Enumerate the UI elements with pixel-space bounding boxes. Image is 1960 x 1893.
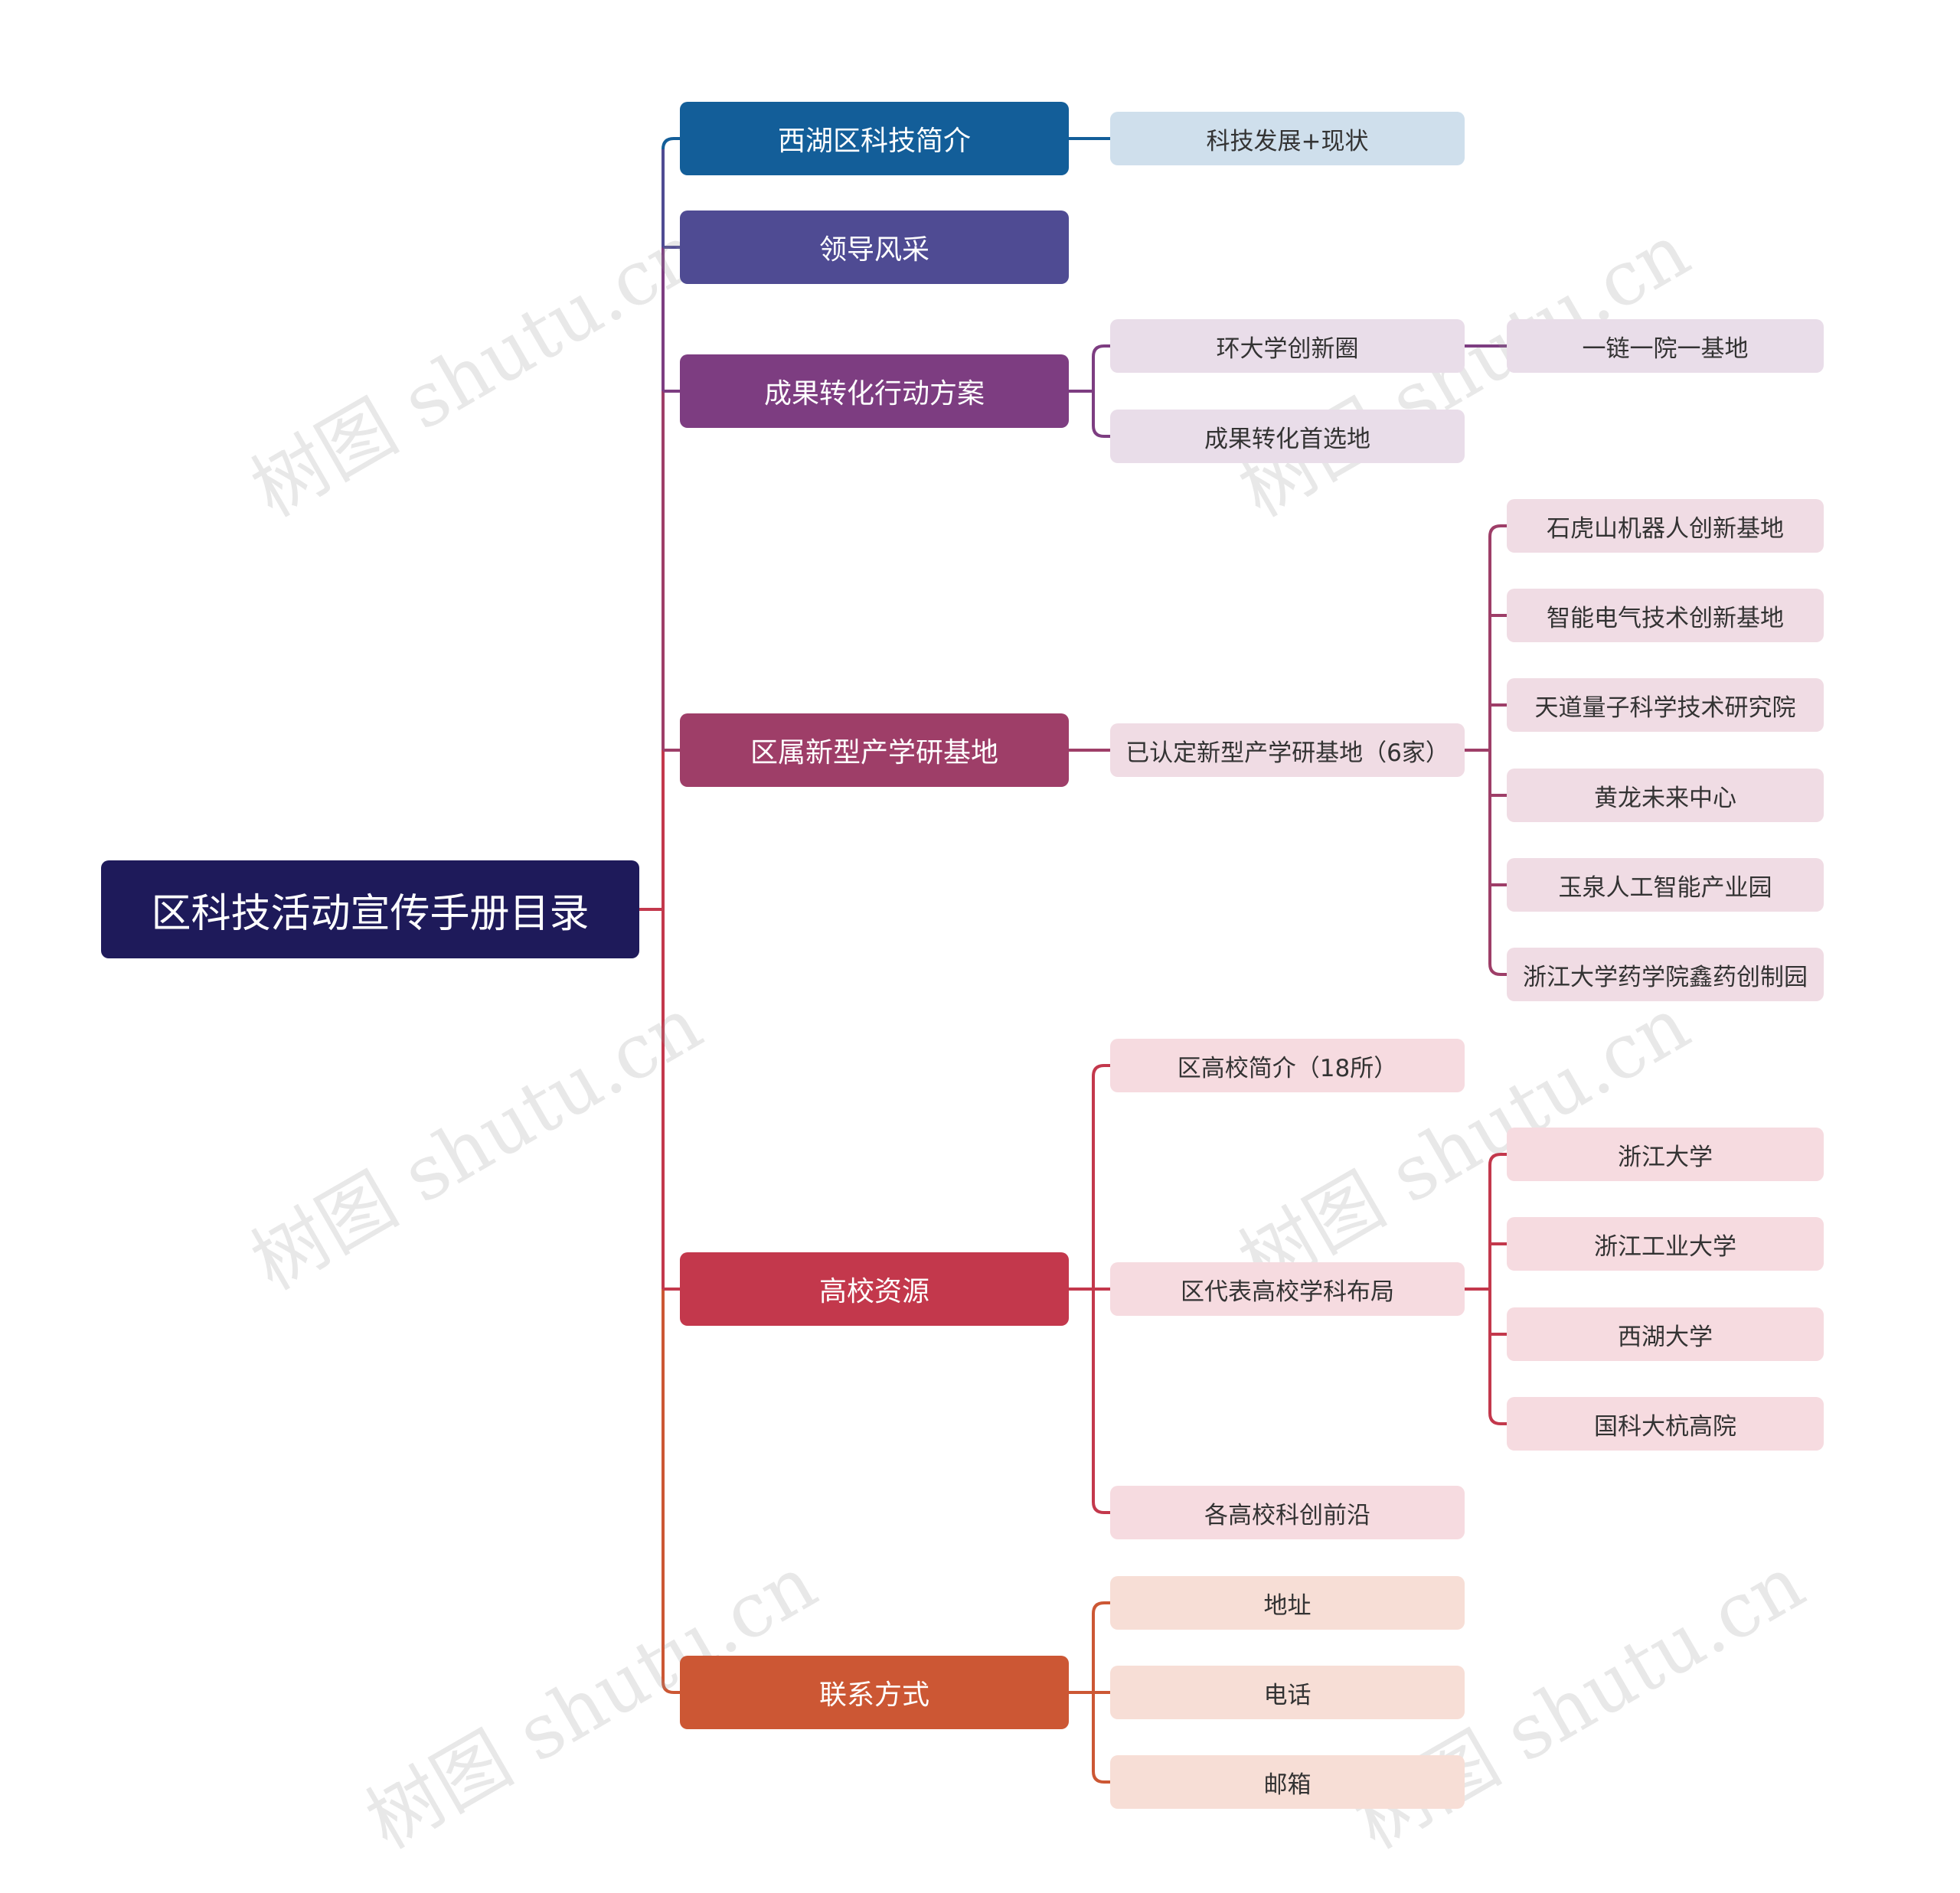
subtopic-innovation-circle[interactable]: 环大学创新圈 (1110, 319, 1465, 373)
leaf-zju-pharmacy-park[interactable]: 浙江大学药学院鑫药创制园 (1507, 948, 1824, 1001)
leaf-huanglong-future[interactable]: 黄龙未来中心 (1507, 769, 1824, 822)
subtopic-innovation-frontier[interactable]: 各高校科创前沿 (1110, 1486, 1465, 1539)
branch-research-bases[interactable]: 区属新型产学研基地 (680, 713, 1069, 787)
branch-contact[interactable]: 联系方式 (680, 1656, 1069, 1729)
connector-line (1092, 1501, 1110, 1514)
leaf-yuquan-ai-park[interactable]: 玉泉人工智能产业园 (1507, 858, 1824, 912)
leaf-shihushan-robot[interactable]: 石虎山机器人创新基地 (1507, 499, 1824, 553)
branch-xihu-intro[interactable]: 西湖区科技简介 (680, 102, 1069, 175)
leaf-zhejiang-university[interactable]: 浙江大学 (1507, 1128, 1824, 1181)
branch-leadership[interactable]: 领导风采 (680, 211, 1069, 284)
subtopic-email[interactable]: 邮箱 (1110, 1755, 1465, 1809)
branch-achievement-plan[interactable]: 成果转化行动方案 (680, 354, 1069, 428)
subtopic-preferred-site[interactable]: 成果转化首选地 (1110, 410, 1465, 463)
root-topic[interactable]: 区科技活动宣传手册目录 (101, 860, 639, 958)
subtopic-discipline-layout[interactable]: 区代表高校学科布局 (1110, 1262, 1465, 1316)
connector-line (1092, 1601, 1110, 1614)
connector-line (662, 1681, 680, 1694)
branch-university-resources[interactable]: 高校资源 (680, 1252, 1069, 1326)
leaf-westlake-university[interactable]: 西湖大学 (1507, 1307, 1824, 1361)
subtopic-tech-status[interactable]: 科技发展+现状 (1110, 112, 1465, 165)
connector-line (1092, 425, 1110, 438)
leaf-tiandao-quantum[interactable]: 天道量子科学技术研究院 (1507, 678, 1824, 732)
connector-line (1092, 344, 1110, 357)
subtopic-address[interactable]: 地址 (1110, 1576, 1465, 1630)
leaf-ucas-hangzhou[interactable]: 国科大杭高院 (1507, 1397, 1824, 1451)
connector-line (1092, 1771, 1110, 1784)
leaf-chain-institute-base[interactable]: 一链一院一基地 (1507, 319, 1824, 373)
connector-line (1092, 1064, 1110, 1077)
connector-line (662, 137, 680, 150)
subtopic-certified-bases[interactable]: 已认定新型产学研基地（6家） (1110, 723, 1465, 777)
subtopic-university-intro[interactable]: 区高校简介（18所） (1110, 1039, 1465, 1092)
subtopic-phone[interactable]: 电话 (1110, 1666, 1465, 1719)
connector-line (1488, 1153, 1507, 1166)
connector-line (1488, 524, 1507, 537)
connector-line (1488, 963, 1507, 976)
leaf-smart-electric[interactable]: 智能电气技术创新基地 (1507, 589, 1824, 642)
connector-line (1488, 1412, 1507, 1425)
leaf-zjut[interactable]: 浙江工业大学 (1507, 1217, 1824, 1271)
